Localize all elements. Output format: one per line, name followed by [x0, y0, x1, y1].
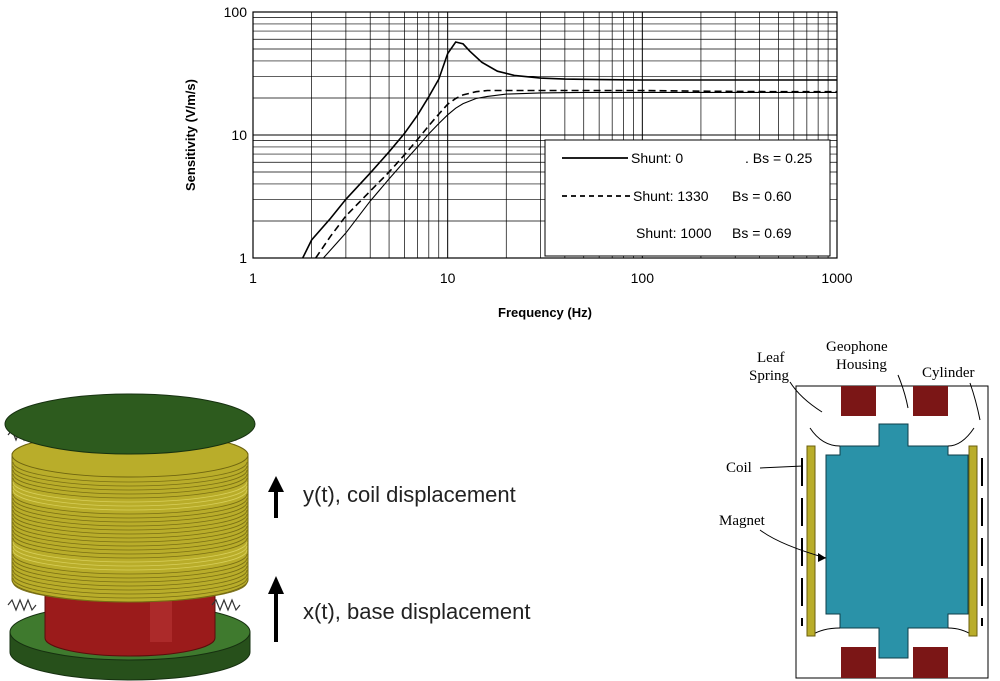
- spring-bottom-right: [211, 598, 241, 612]
- coil-winding: [12, 497, 248, 519]
- coil-winding: [12, 493, 248, 515]
- coil-winding: [12, 557, 248, 579]
- coil-winding: [12, 485, 248, 507]
- legend-box: [544, 139, 831, 257]
- coil-winding: [12, 513, 248, 535]
- geophone-cross-section: Leaf Spring Geophone Housing Cylinder Co…: [719, 339, 989, 679]
- coil-winding: [12, 481, 248, 503]
- displacement-arrows: y(t), coil displacement x(t), base displ…: [268, 476, 530, 642]
- plot-frame: [252, 11, 838, 259]
- tick-labels: 1 10 100 1000 1 10 100: [224, 4, 853, 286]
- coil-strip-right: [968, 445, 978, 637]
- x-tick-label: 1000: [821, 270, 852, 286]
- coil-winding: [12, 525, 248, 547]
- coil-winding: [12, 477, 248, 499]
- magnet-core-lower: [44, 589, 216, 657]
- core-highlight-lower: [150, 592, 172, 642]
- coil-arrow-head: [268, 476, 284, 492]
- coil-winding: [12, 473, 248, 495]
- cylinder-pointer: [969, 382, 981, 421]
- coil-displacement-label: y(t), coil displacement: [303, 482, 516, 507]
- legend-shunt-1000: Shunt: 1000: [636, 225, 712, 241]
- series-line-0: [301, 41, 837, 259]
- coil-winding: [12, 521, 248, 543]
- leaf-spring-label-2: Spring: [749, 368, 790, 384]
- geophone-3d-model: [4, 393, 256, 681]
- leaf-spring-label-1: Leaf: [757, 350, 784, 366]
- legend-bs-1330: Bs = 0.60: [732, 188, 792, 204]
- coil-winding: [12, 533, 248, 555]
- housing-pointer: [897, 374, 909, 409]
- base-displacement-label: x(t), base displacement: [303, 599, 530, 624]
- coil-winding: [12, 545, 248, 567]
- y-tick-label: 1: [239, 250, 247, 266]
- magnet-label: Magnet: [719, 513, 766, 529]
- coil-body: [11, 432, 249, 603]
- coil-winding: [12, 509, 248, 531]
- legend-shunt-1330: Shunt: 1330: [633, 188, 709, 204]
- x-tick-label: 10: [440, 270, 456, 286]
- x-tick-label: 1: [249, 270, 257, 286]
- coil-winding: [12, 541, 248, 563]
- pole-bottom-right: [913, 647, 948, 678]
- coil-winding: [12, 465, 248, 487]
- coil-winding: [12, 505, 248, 527]
- coil-pointer: [759, 465, 804, 469]
- y-axis-label: Sensitivity (V/m/s): [183, 79, 198, 191]
- coil-strip-left: [806, 445, 816, 637]
- coil-winding: [12, 501, 248, 523]
- coil-winding: [12, 569, 248, 591]
- coil-winding: [12, 565, 248, 587]
- coil-winding: [12, 581, 248, 603]
- leaf-spring-top-right: [947, 427, 975, 447]
- sensitivity-chart: 1 10 100 1000 1 10 100 Frequency (Hz) Sensitiv…: [183, 4, 853, 320]
- coil-label: Coil: [726, 460, 752, 476]
- x-tick-label: 100: [631, 270, 655, 286]
- coil-winding: [12, 577, 248, 599]
- magnet-pointer: [759, 529, 827, 559]
- coil-winding: [12, 537, 248, 559]
- coil-winding: [12, 489, 248, 511]
- series-layer: [301, 41, 837, 259]
- cylinder-label: Cylinder: [922, 365, 975, 381]
- base-arrow-head: [268, 576, 284, 594]
- leaf-spring-top-left: [809, 427, 841, 447]
- pole-bottom-left: [841, 647, 876, 678]
- coil-windings: [12, 461, 248, 603]
- legend-shunt-0: Shunt: 0: [631, 150, 683, 166]
- coil-winding: [12, 469, 248, 491]
- geophone-housing-label-1: Geophone: [826, 339, 888, 355]
- geophone-housing-label-2: Housing: [836, 357, 887, 373]
- coil-winding: [12, 517, 248, 539]
- series-line-2: [322, 91, 837, 259]
- coil-winding: [12, 549, 248, 571]
- legend-bs-0: . Bs = 0.25: [745, 150, 813, 166]
- y-tick-label: 10: [231, 127, 247, 143]
- coil-winding: [12, 529, 248, 551]
- pole-top-left: [841, 386, 876, 416]
- x-axis-label: Frequency (Hz): [498, 305, 592, 320]
- leaf-spring-pointer: [789, 381, 823, 413]
- y-tick-label: 100: [224, 4, 248, 20]
- legend-bs-1000: Bs = 0.69: [732, 225, 792, 241]
- top-cap: [4, 393, 256, 455]
- coil-winding: [12, 573, 248, 595]
- magnet-pointer-head: [818, 553, 826, 562]
- legend: Shunt: 0 . Bs = 0.25 Shunt: 1330 Bs = 0.…: [544, 139, 831, 257]
- magnet-body: [825, 423, 969, 659]
- coil-winding: [12, 553, 248, 575]
- coil-winding: [12, 561, 248, 583]
- spring-bottom-left: [7, 598, 37, 612]
- coil-winding: [12, 461, 248, 483]
- series-line-1: [315, 89, 837, 259]
- pole-top-right: [913, 386, 948, 416]
